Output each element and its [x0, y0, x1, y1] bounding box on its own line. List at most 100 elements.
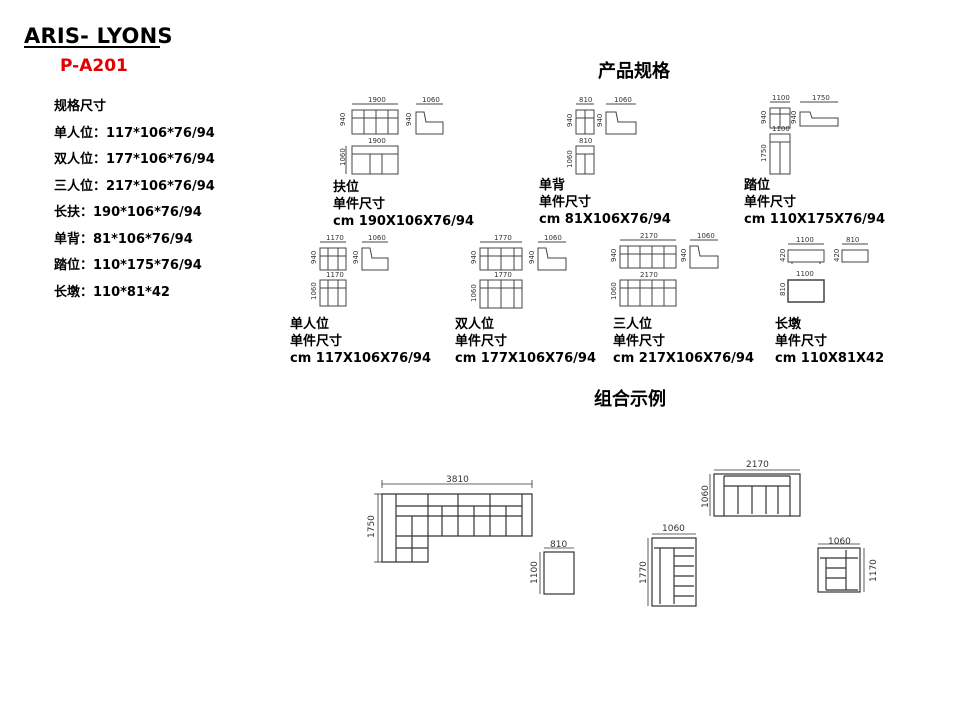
product-dim-label: 940	[566, 114, 574, 127]
combo-dim-label: 1170	[869, 559, 879, 582]
product-name: 双人位	[455, 317, 495, 332]
product-dim-label: 1060	[544, 234, 562, 242]
product-dim-label: 940	[610, 249, 618, 262]
product-size: cm 217X106X76/94	[613, 351, 755, 366]
product-dim-label: 1060	[368, 234, 386, 242]
product-dim-label: 1060	[470, 284, 478, 302]
product-drawing-single-back	[575, 103, 637, 175]
product-caption: 三人位 单件尺寸 cm 217X106X76/94	[613, 316, 754, 367]
product-dim-label: 2170	[640, 271, 658, 279]
product-dim-label: 1750	[812, 94, 830, 102]
product-dim-label: 1770	[494, 271, 512, 279]
product-name: 扶位	[333, 180, 360, 195]
product-drawing-armrest	[345, 103, 444, 175]
product-subtitle: 单件尺寸	[744, 195, 797, 210]
product-name: 三人位	[613, 317, 653, 332]
combos-heading: 组合示例	[594, 389, 666, 410]
product-dim-label: 940	[596, 114, 604, 127]
product-subtitle: 单件尺寸	[455, 334, 508, 349]
product-name: 长墩	[775, 317, 802, 332]
product-dim-label: 940	[760, 111, 768, 124]
product-dim-label: 1170	[326, 271, 344, 279]
product-drawing-three-seat	[619, 239, 719, 307]
product-dim-label: 940	[352, 251, 360, 264]
product-dim-label: 420	[833, 249, 841, 262]
combo-dim-label: 3810	[446, 475, 469, 485]
spec-list-title: 规格尺寸	[54, 99, 107, 114]
combo-dim-label: 810	[550, 540, 567, 550]
spec-item: 长墩：110*81*42	[54, 284, 170, 300]
product-size: cm 81X106X76/94	[539, 212, 671, 227]
product-dim-label: 1100	[772, 94, 790, 102]
product-dim-label: 1100	[796, 236, 814, 244]
title-underline	[24, 46, 160, 48]
spec-item: 三人位：217*106*76/94	[54, 178, 215, 194]
product-name: 踏位	[744, 178, 771, 193]
product-dim-label: 1060	[697, 232, 715, 240]
combo-dim-label: 1060	[828, 537, 851, 547]
combo-dim-label: 2170	[746, 460, 769, 470]
product-caption: 扶位 单件尺寸 cm 190X106X76/94	[333, 179, 474, 230]
spec-item: 踏位：110*175*76/94	[54, 258, 202, 273]
product-dim-label: 940	[790, 111, 798, 124]
product-dim-label: 940	[405, 113, 413, 126]
product-size: cm 117X106X76/94	[290, 351, 432, 366]
combo-drawing-ottoman	[539, 547, 575, 595]
product-dim-label: 810	[779, 283, 787, 296]
product-dim-label: 1750	[760, 144, 768, 162]
product-subtitle: 单件尺寸	[539, 195, 592, 210]
combo-drawing-chaise	[647, 533, 697, 607]
product-dim-label: 940	[680, 249, 688, 262]
product-dim-label: 1060	[614, 96, 632, 104]
product-subtitle: 单件尺寸	[775, 334, 828, 349]
product-dim-label: 1100	[796, 270, 814, 278]
combo-dim-label: 1100	[530, 561, 540, 584]
combo-dim-label: 1770	[639, 561, 649, 584]
product-subtitle: 单件尺寸	[290, 334, 343, 349]
combo-drawing-l-sectional	[374, 480, 533, 563]
product-drawing-chaise	[769, 101, 839, 175]
combo-drawing-three-seat	[709, 469, 801, 517]
products-heading: 产品规格	[598, 61, 670, 82]
product-dim-label: 940	[470, 251, 478, 264]
combo-dim-label: 1060	[701, 485, 711, 508]
product-dim-label: 1060	[610, 282, 618, 300]
product-drawing-ottoman	[787, 243, 869, 303]
combo-drawing-single-seat	[817, 543, 865, 593]
product-dim-label: 1060	[339, 148, 347, 166]
product-dim-label: 810	[846, 236, 859, 244]
combo-dim-label: 1060	[662, 524, 685, 534]
product-subtitle: 单件尺寸	[613, 334, 666, 349]
product-subtitle: 单件尺寸	[333, 197, 386, 212]
product-dim-label: 940	[528, 251, 536, 264]
product-dim-label: 1900	[368, 96, 386, 104]
spec-item: 单背：81*106*76/94	[54, 231, 193, 247]
product-size: cm 177X106X76/94	[455, 351, 597, 366]
product-dim-label: 1900	[368, 137, 386, 145]
product-name: 单背	[539, 178, 566, 193]
product-caption: 单背 单件尺寸 cm 81X106X76/94	[539, 177, 671, 228]
brand-title: ARIS- LYONS	[24, 24, 173, 48]
product-dim-label: 1060	[422, 96, 440, 104]
product-dim-label: 420	[779, 249, 787, 262]
product-dim-label: 1060	[566, 150, 574, 168]
spec-item: 双人位：177*106*76/94	[54, 152, 215, 167]
product-size: cm 190X106X76/94	[333, 214, 475, 229]
product-dim-label: 1060	[310, 282, 318, 300]
product-drawing-single-seat	[319, 241, 389, 307]
product-caption: 长墩 单件尺寸 cm 110X81X42	[775, 316, 884, 367]
spec-list: 规格尺寸 单人位：117*106*76/94 双人位：177*106*76/94…	[54, 94, 215, 306]
product-caption: 单人位 单件尺寸 cm 117X106X76/94	[290, 316, 431, 367]
product-dim-label: 1170	[326, 234, 344, 242]
spec-item: 长扶：190*106*76/94	[54, 205, 202, 220]
product-caption: 踏位 单件尺寸 cm 110X175X76/94	[744, 177, 885, 228]
combo-dim-label: 1750	[367, 515, 377, 538]
product-size: cm 110X81X42	[775, 351, 885, 366]
spec-item: 单人位：117*106*76/94	[54, 125, 215, 141]
product-dim-label: 940	[310, 251, 318, 264]
product-dim-label: 940	[339, 113, 347, 126]
product-dim-label: 1770	[494, 234, 512, 242]
product-caption: 双人位 单件尺寸 cm 177X106X76/94	[455, 316, 596, 367]
